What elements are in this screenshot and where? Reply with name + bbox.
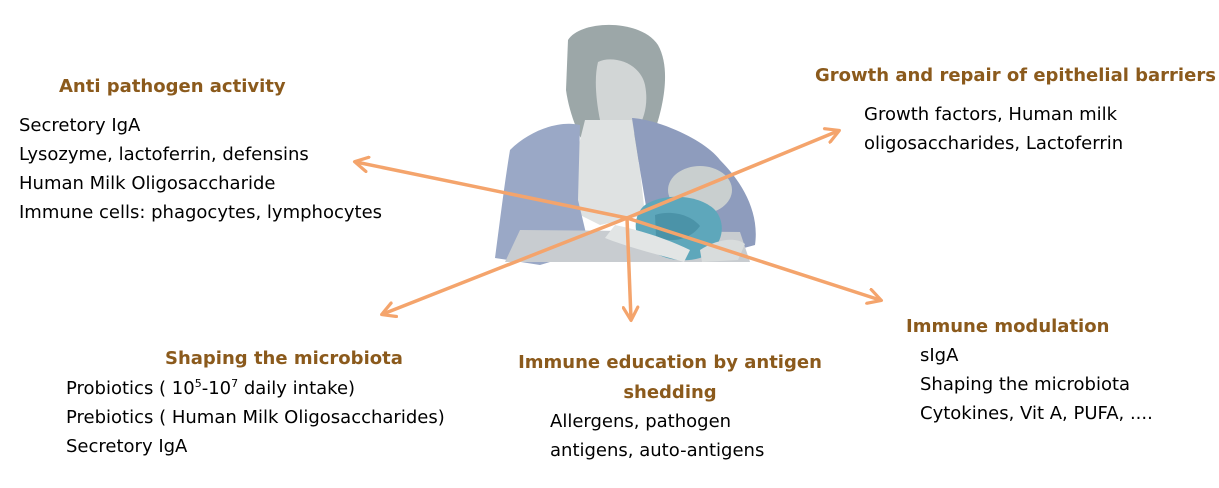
growth-repair-list: Growth factors, Human milk oligosacchari… (864, 100, 1123, 158)
growth-repair-item: oligosaccharides, Lactoferrin (864, 133, 1124, 154)
immune-education-item: Allergens, pathogen (550, 411, 732, 432)
immune-modulation-item: Shaping the microbiota (920, 374, 1131, 395)
arrow-immune-education (627, 216, 631, 319)
growth-repair-item: Growth factors, Human milk (864, 104, 1118, 125)
arrows (356, 131, 880, 319)
arrow-anti-pathogen (356, 162, 629, 220)
microbiota-list: Probiotics ( 105-107 daily intake) Prebi… (66, 374, 445, 461)
breastfeeding-mother-infant-icon (495, 24, 756, 265)
anti-pathogen-title: Anti pathogen activity (59, 76, 286, 97)
immune-education-title: Immune education by antigen shedding (518, 352, 822, 403)
immune-modulation-list: sIgA Shaping the microbiota Cytokines, V… (920, 341, 1153, 428)
microbiota-title: Shaping the microbiota (165, 348, 403, 369)
anti-pathogen-item: Human Milk Oligosaccharide (19, 173, 276, 194)
immune-education-item: antigens, auto-antigens (550, 440, 765, 461)
anti-pathogen-list: Secretory IgA Lysozyme, lactoferrin, def… (19, 111, 382, 227)
arrow-growth-repair (625, 131, 838, 220)
anti-pathogen-item: Secretory IgA (19, 115, 141, 136)
microbiota-item: Prebiotics ( Human Milk Oligosaccharides… (66, 407, 445, 428)
microbiota-item-probiotics: Probiotics ( 105-107 daily intake) (66, 377, 356, 399)
immune-modulation-title: Immune modulation (906, 316, 1110, 337)
anti-pathogen-item: Lysozyme, lactoferrin, defensins (19, 144, 309, 165)
immune-modulation-item: Cytokines, Vit A, PUFA, .... (920, 403, 1153, 424)
arrow-microbiota (383, 216, 629, 314)
arrow-immune-modulation (625, 216, 880, 300)
anti-pathogen-item: Immune cells: phagocytes, lymphocytes (19, 202, 383, 223)
growth-repair-title: Growth and repair of epithelial barriers (815, 65, 1216, 86)
microbiota-item: Secretory IgA (66, 436, 188, 457)
immune-education-list: Allergens, pathogen antigens, auto-antig… (550, 407, 764, 465)
immune-modulation-item: sIgA (920, 345, 959, 366)
